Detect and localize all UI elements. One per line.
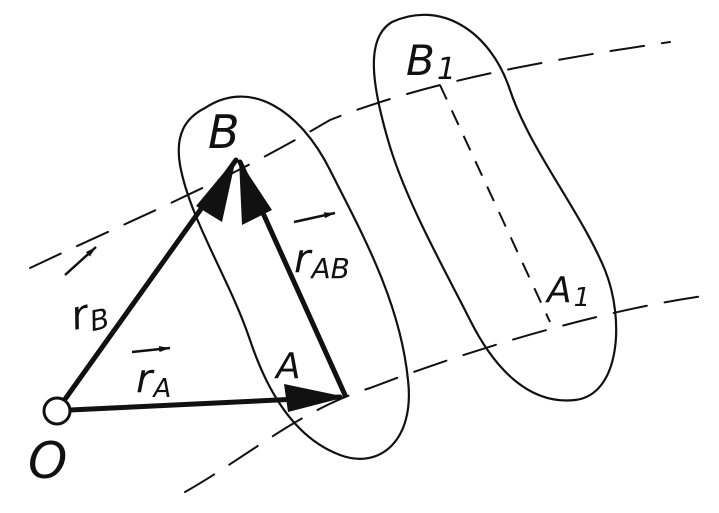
label-point-a: A <box>274 346 301 387</box>
vector-label-rab: rAB <box>293 211 350 285</box>
arrowhead-ra-icon <box>284 384 346 412</box>
vector-rab-arrow-icon <box>293 211 336 224</box>
body-outline-initial <box>177 95 410 460</box>
label-point-b1-main: B <box>406 36 435 85</box>
rigid-body-outlines <box>177 13 618 460</box>
vector-ra-main: r <box>136 356 155 402</box>
arrowhead-rb-icon <box>196 158 236 222</box>
segment-a1b1 <box>439 84 551 323</box>
vector-rab-sub: AB <box>309 252 349 285</box>
label-origin: O <box>28 432 67 490</box>
vector-rb-label: rB <box>67 287 113 342</box>
lower-trajectory-line <box>184 294 711 493</box>
label-point-a1-main: A <box>545 270 572 311</box>
vector-rab-label: rAB <box>294 236 350 285</box>
arrowheads <box>196 158 346 412</box>
arrowhead-rab-icon <box>239 160 272 225</box>
vector-ra-sub: A <box>151 374 171 404</box>
label-point-b1: B1 <box>406 36 456 87</box>
vector-rb-arrow-icon <box>64 246 97 276</box>
vector-rab-main: r <box>294 236 313 282</box>
vector-label-ra: rA <box>131 346 171 404</box>
label-point-b1-sub: 1 <box>437 52 456 87</box>
vector-ra-label: rA <box>136 356 171 404</box>
trajectory-lines <box>29 41 711 493</box>
label-point-b: B <box>208 105 240 159</box>
label-point-a1: A1 <box>545 270 590 313</box>
origin-circle-icon <box>42 396 72 426</box>
upper-trajectory-line <box>29 41 671 269</box>
body-outline-displaced <box>372 13 618 402</box>
label-point-a1-sub: 1 <box>574 283 591 313</box>
vector-ra-arrow-icon <box>131 346 171 354</box>
vector-label-rb: rB <box>64 246 113 342</box>
